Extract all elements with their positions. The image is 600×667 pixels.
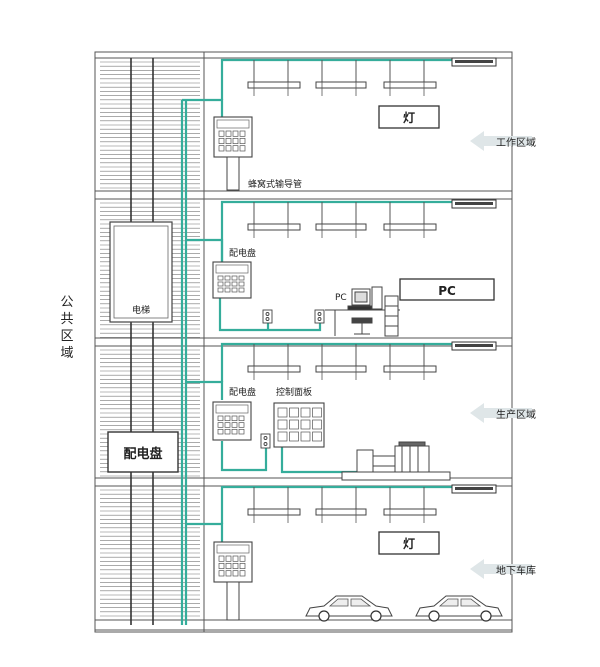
wall-outlets xyxy=(260,309,325,449)
ceiling-lamp xyxy=(383,223,437,231)
svg-text:公: 公 xyxy=(60,295,73,310)
svg-text:共: 共 xyxy=(60,312,73,327)
pc-workstation xyxy=(325,286,400,337)
ceiling-lamp xyxy=(383,365,437,373)
dist-panel-3-label: 配电盘 xyxy=(229,386,256,398)
elevator-car: 电梯 xyxy=(109,221,173,323)
area-arrow xyxy=(470,559,532,579)
garage-label: 地下车库 xyxy=(496,564,536,577)
svg-text:PC: PC xyxy=(438,284,456,298)
work-area-label: 工作区域 xyxy=(496,136,536,149)
production-area-label: 生产区域 xyxy=(496,408,536,421)
main-distribution-board: 配电盘 xyxy=(107,431,179,473)
svg-text:灯: 灯 xyxy=(403,536,415,551)
ceiling-lamp xyxy=(247,81,301,89)
svg-text:灯: 灯 xyxy=(403,110,415,125)
dist-panel-2-label: 配电盘 xyxy=(229,247,256,259)
pc-label-box: PC xyxy=(399,278,495,301)
ceiling-lamp xyxy=(247,365,301,373)
parked-cars xyxy=(305,595,503,622)
svg-text:域: 域 xyxy=(60,346,73,361)
parked-car xyxy=(415,595,503,622)
public-area-label: 公 共 区 域 xyxy=(60,295,73,361)
ceiling-lamp xyxy=(315,508,367,516)
area-arrow xyxy=(470,403,532,423)
ceiling-lamp xyxy=(383,81,437,89)
ceiling-lamp xyxy=(315,365,367,373)
area-arrow xyxy=(470,131,532,151)
parked-car xyxy=(305,595,393,622)
area-arrows xyxy=(470,131,532,579)
ceiling-lights xyxy=(247,60,437,523)
main-distribution-label: 配电盘 xyxy=(123,446,162,462)
ceiling-lamp xyxy=(315,81,367,89)
svg-text:区: 区 xyxy=(60,329,73,344)
building-frame xyxy=(94,51,513,633)
cables xyxy=(180,58,470,625)
pc-small-label: PC xyxy=(335,293,347,303)
end-fixtures xyxy=(451,57,497,494)
cellular-duct-label: 蜂窝式输导管 xyxy=(248,178,302,190)
production-machine xyxy=(341,441,451,481)
panel-boards xyxy=(212,116,253,621)
elevator-label: 电梯 xyxy=(132,304,150,316)
lamp-label-bottom: 灯 xyxy=(378,531,440,555)
control-panel xyxy=(273,402,325,448)
ceiling-lamp xyxy=(315,223,367,231)
ceiling-lamp xyxy=(383,508,437,516)
elevator-rails xyxy=(130,58,154,625)
control-panel-label: 控制面板 xyxy=(276,386,312,398)
lamp-label-top: 灯 xyxy=(378,105,440,129)
ceiling-lamp xyxy=(247,223,301,231)
ceiling-lamp xyxy=(247,508,301,516)
